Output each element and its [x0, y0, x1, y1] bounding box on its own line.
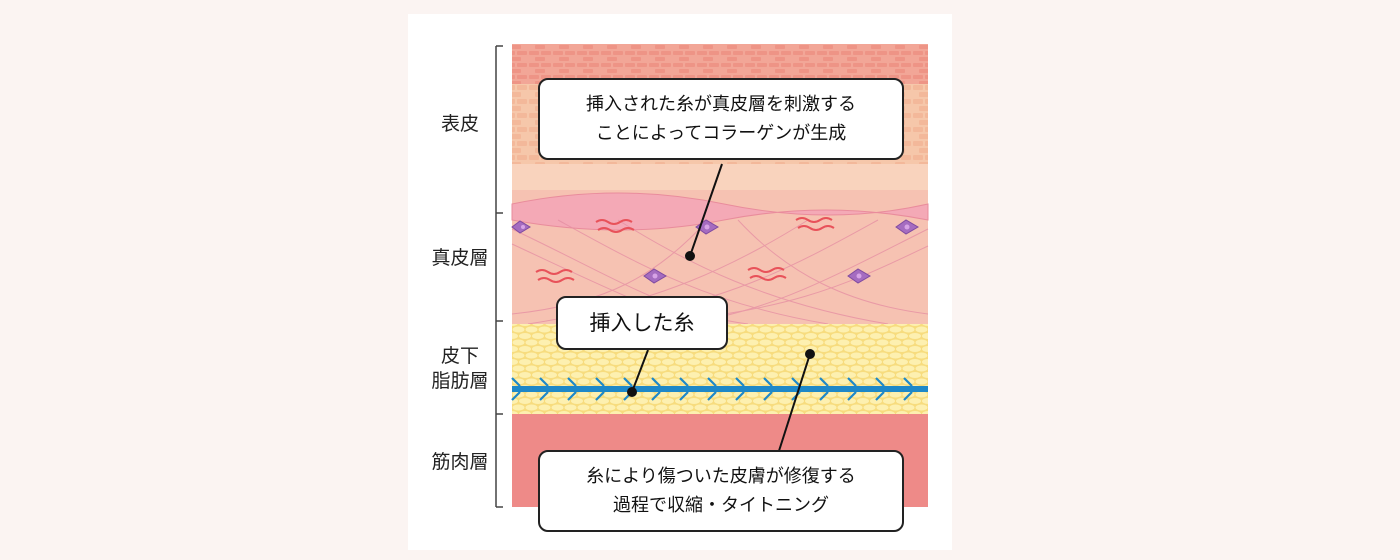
layer-label-epidermis: 表皮 [440, 113, 479, 135]
callout-thread: 挿入した糸 [556, 296, 728, 350]
skin-cross-section [495, 44, 929, 508]
layer-label-subcutaneous-line1: 皮下 [440, 345, 479, 367]
callout-repair-line2: 過程で収縮・タイトニング [613, 495, 829, 516]
callout-repair: 糸により傷ついた皮膚が修復する 過程で収縮・タイトニング [538, 450, 904, 532]
layer-bracket [495, 45, 503, 508]
callout-collagen-line2: ことによってコラーゲンが生成 [595, 123, 847, 144]
inserted-thread [511, 377, 928, 401]
diagram-card: 表皮 真皮層 皮下 脂肪層 筋肉層 挿入された糸が真皮層を刺激する ことによって… [408, 14, 952, 550]
layer-label-dermis: 真皮層 [431, 247, 489, 269]
callout-thread-line1: 挿入した糸 [589, 311, 695, 335]
layer-label-muscle: 筋肉層 [431, 451, 489, 473]
callout-collagen-line1: 挿入された糸が真皮層を刺激する [586, 94, 856, 115]
callout-pointers [627, 163, 815, 455]
callout-repair-line1: 糸により傷ついた皮膚が修復する [586, 466, 856, 487]
layer-label-subcutaneous-line2: 脂肪層 [431, 369, 489, 392]
callout-collagen: 挿入された糸が真皮層を刺激する ことによってコラーゲンが生成 [538, 78, 904, 160]
layer-label-subcutaneous: 皮下 脂肪層 [420, 344, 500, 393]
